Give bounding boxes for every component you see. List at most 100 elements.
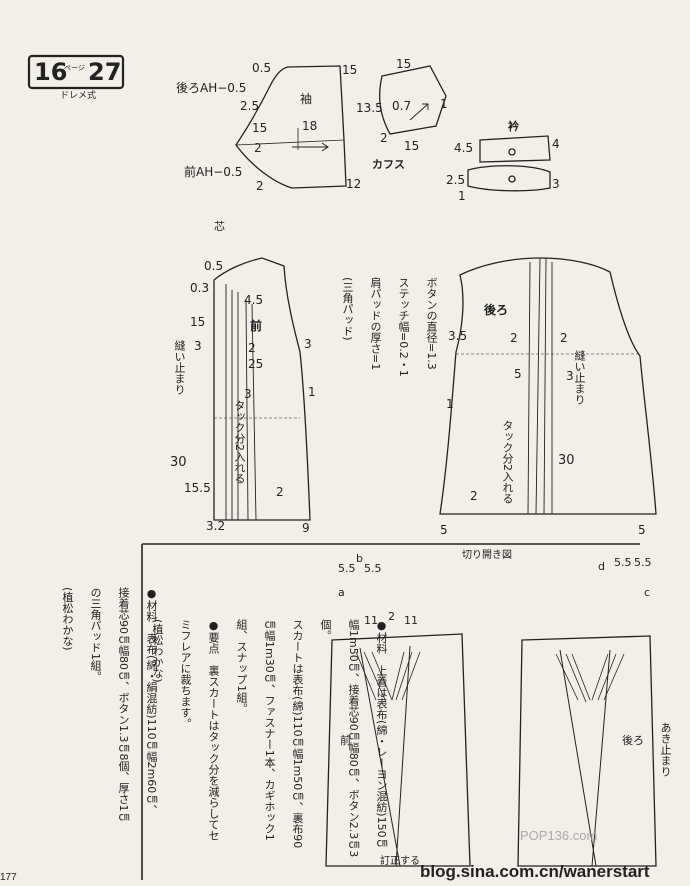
front-m3b: 3 <box>304 337 312 351</box>
back-m3: 3 <box>566 369 574 383</box>
page-kana: ページ <box>64 64 85 72</box>
materials-right: ●材料 上着は表布(綿・レーヨン混紡)150㎝ 幅1m50㎝、接着芯90㎝幅80… <box>150 612 402 857</box>
section-divider <box>141 543 640 880</box>
cuff-m15: 15 <box>396 57 411 71</box>
collar-m1: 1 <box>458 189 466 203</box>
page-number: 16 <box>34 58 67 86</box>
collar-m45: 4.5 <box>454 141 473 155</box>
sleeve-m15: 15 <box>252 121 267 135</box>
material-line: 幅1m50㎝、接着芯90㎝幅80㎝、ボタン2.3㎝3 <box>347 619 360 858</box>
sleeve-m18: 18 <box>302 119 317 133</box>
slash-m11b: 11 <box>404 614 418 627</box>
material-line: 個。 <box>319 619 332 641</box>
cuff-m1: 1 <box>440 97 448 111</box>
slash-back: 後ろ <box>622 733 644 747</box>
back-m5c: 5 <box>638 523 646 537</box>
material-line: (植松わかな) <box>61 587 74 651</box>
material-line: 接着芯90㎝幅80㎝、ボタン1.3㎝8個、厚さ1㎝ <box>117 587 130 823</box>
sleeve-title: 袖 <box>300 91 312 106</box>
sleeve-m05: 0.5 <box>252 61 271 75</box>
front-m45: 4.5 <box>244 293 263 307</box>
note-line: (三角パッド) <box>341 277 354 341</box>
model-number: 27 <box>88 58 121 86</box>
slash-m55c: 5.5 <box>614 556 632 569</box>
note-line: ステッチ幅=0.2・1 <box>397 277 410 377</box>
front-bodice-outline <box>213 257 311 521</box>
cuff-outline <box>378 65 447 135</box>
front-m05: 0.5 <box>204 259 223 273</box>
slash-cut: 訂正する <box>380 854 420 867</box>
material-line: (植松わかな) <box>151 619 164 683</box>
back-title: 後ろ <box>484 302 508 317</box>
notes-block: ボタンの直径=1.3 ステッチ幅=0.2・1 肩パッドの厚さ=1 (三角パッド) <box>340 270 452 450</box>
slash-m2: 2 <box>388 610 395 623</box>
slash-m55b: 5.5 <box>364 562 382 575</box>
cuff-m07: 0.7 <box>392 99 411 113</box>
back-m2b: 2 <box>560 331 568 345</box>
material-line: ●材料 上着は表布(綿・レーヨン混紡)150㎝ <box>375 619 388 849</box>
front-m15: 15 <box>190 315 205 329</box>
slash-b: b <box>356 552 363 565</box>
back-m5a: 5 <box>514 367 522 381</box>
front-tuck-label: タック分2入れる <box>233 400 246 484</box>
front-m25: 25 <box>248 357 263 371</box>
front-m1: 1 <box>308 385 316 399</box>
cuff-m135: 13.5 <box>356 101 383 115</box>
slash-c: c <box>644 586 650 599</box>
front-m3a: 3 <box>194 339 202 353</box>
front-m2b: 2 <box>276 485 284 499</box>
sleeve-outline <box>235 65 347 189</box>
back-m2a: 2 <box>510 331 518 345</box>
front-m03: 0.3 <box>190 281 209 295</box>
sleeve-m2b: 2 <box>256 179 264 193</box>
back-m1: 1 <box>446 397 454 411</box>
back-m2c: 2 <box>470 489 478 503</box>
front-m155: 15.5 <box>184 481 211 495</box>
material-line: ㎝幅1m30㎝、ファスナー1本、カギホック1 <box>263 619 276 841</box>
front-m32: 3.2 <box>206 519 225 533</box>
material-line: ミフレアに裁ちます。 <box>179 619 192 729</box>
back-stop-label: 縫い止まり <box>573 350 586 405</box>
sleeve-m25: 2.5 <box>240 99 259 113</box>
slash-stop-label: あき止まり <box>659 722 672 777</box>
material-line: ●要点 裏スカートはタック分を減らしてセ <box>207 619 220 841</box>
sleeve-m12: 12 <box>346 177 361 191</box>
cuff-title: カフス <box>372 158 405 171</box>
slash-m55a: 5.5 <box>338 562 356 575</box>
cuff-m2: 2 <box>380 131 388 145</box>
front-m3c: 3 <box>244 387 252 401</box>
material-line: 組、スナップ1組。 <box>235 619 248 714</box>
front-m2: 2 <box>248 341 256 355</box>
slash-m55d: 5.5 <box>634 556 652 569</box>
note-line: ボタンの直径=1.3 <box>425 277 438 370</box>
front-m9: 9 <box>302 521 310 535</box>
sleeve-m2a: 2 <box>254 141 262 155</box>
front-stop-label: 縫い止まり <box>173 340 186 395</box>
sleeve-front-ah: 前AH−0.5 <box>184 164 242 179</box>
blog-url-watermark: blog.sina.com.cn/wanerstart <box>420 862 650 881</box>
collar-title: 衿 <box>508 119 519 133</box>
back-tuck-label: タック分2入れる <box>501 420 514 504</box>
material-line: ●材料 表布(綿・絹混紡)110㎝幅2m60㎝、 <box>145 587 158 816</box>
back-bodice-outline <box>439 257 657 515</box>
slash-back-outline <box>517 635 657 867</box>
pop136-logo: POP136.com <box>520 828 598 843</box>
collar-m4: 4 <box>552 137 560 151</box>
collar-m3: 3 <box>552 177 560 191</box>
collar-outline <box>479 135 551 163</box>
material-line: の三角パッド1組。 <box>89 587 102 682</box>
page-footer-number: 177 <box>0 872 17 883</box>
slash-title: 切り開き図 <box>462 549 512 561</box>
slash-front-outline <box>325 633 471 867</box>
materials-left: ●材料 表布(綿・絹混紡)110㎝幅2m60㎝、 接着芯90㎝幅80㎝、ボタン1… <box>60 580 172 823</box>
sleeve-m15top: 15 <box>342 63 357 77</box>
back-m30: 30 <box>558 453 575 468</box>
style-name: ドレメ式 <box>60 89 96 101</box>
cuff-m15b: 15 <box>404 139 419 153</box>
back-m35: 3.5 <box>448 329 467 343</box>
slash-front: 前 <box>340 733 351 747</box>
collar-m25: 2.5 <box>446 173 465 187</box>
page-number-box <box>27 54 125 90</box>
front-shin: 芯 <box>214 219 225 233</box>
